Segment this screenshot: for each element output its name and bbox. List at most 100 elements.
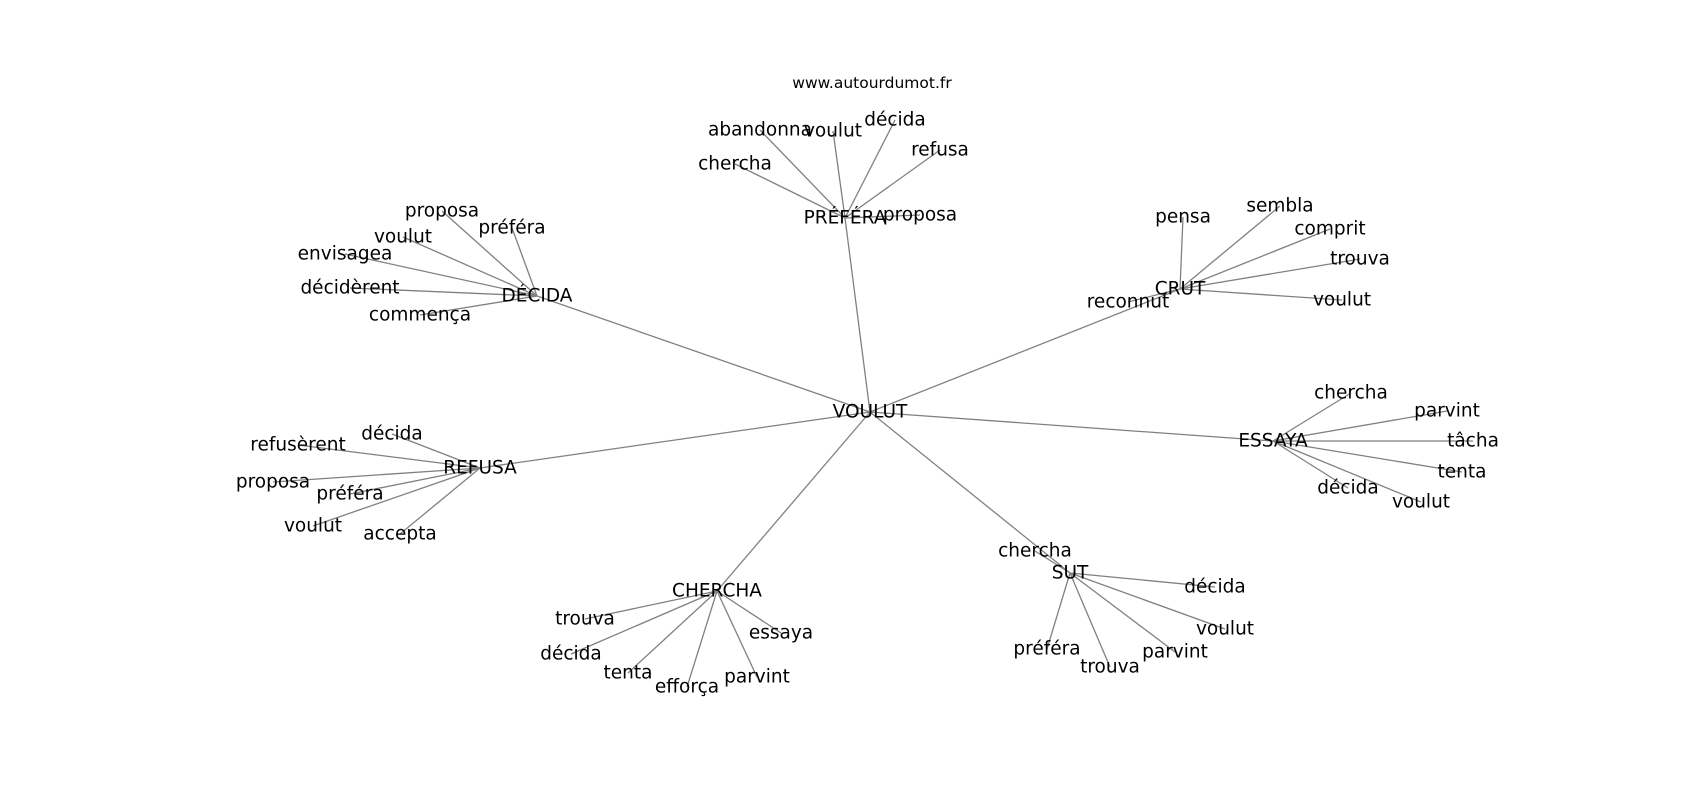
- edge-prefera-0: [734, 163, 846, 219]
- edge-crut-5: [1127, 288, 1181, 303]
- edge-sut-2: [1069, 572, 1226, 630]
- hub-label-crut: CRUT: [1155, 279, 1206, 300]
- leaf-label-essaya-3: tenta: [1438, 462, 1487, 483]
- hub-label-refusa: REFUSA: [443, 458, 517, 479]
- hub-label-sut: SUT: [1052, 563, 1089, 584]
- leaf-label-refusa-2: proposa: [236, 472, 310, 493]
- edge-chercha-1: [570, 590, 718, 655]
- edge-root-decida: [536, 295, 871, 413]
- leaf-label-decida-3: envisagea: [298, 244, 393, 265]
- edge-refusa-4: [312, 467, 481, 527]
- hub-label-essaya: ESSAYA: [1238, 431, 1308, 452]
- edge-chercha-4: [716, 590, 758, 678]
- edge-prefera-2: [832, 130, 846, 219]
- leaf-label-chercha-2: tenta: [604, 663, 653, 684]
- edge-essaya-4: [1272, 440, 1422, 503]
- leaf-label-refusa-4: voulut: [284, 516, 342, 537]
- leaf-label-sut-1: décida: [1184, 577, 1246, 598]
- edge-root-prefera: [844, 217, 871, 413]
- leaf-label-prefera-0: chercha: [698, 154, 772, 175]
- edge-crut-1: [1179, 205, 1281, 290]
- edge-crut-0: [1179, 216, 1184, 290]
- leaf-label-crut-1: sembla: [1246, 196, 1313, 217]
- leaf-label-essaya-1: parvint: [1414, 401, 1480, 422]
- edge-chercha-3: [686, 590, 718, 688]
- leaf-label-sut-3: parvint: [1142, 642, 1208, 663]
- leaf-label-sut-2: voulut: [1196, 619, 1254, 640]
- edge-sut-0: [1034, 550, 1071, 574]
- edge-refusa-2: [272, 467, 481, 483]
- edge-root-essaya: [869, 411, 1274, 442]
- labels-layer: VOULUTPRÉFÉRAcherchaabandonnavoulutdécid…: [236, 110, 1499, 698]
- root-node-label: VOULUT: [833, 402, 908, 423]
- edge-essaya-5: [1272, 440, 1349, 489]
- edge-crut-4: [1179, 288, 1343, 301]
- edge-sut-1: [1069, 572, 1216, 588]
- edge-root-crut: [869, 288, 1181, 413]
- edge-root-refusa: [479, 411, 871, 469]
- edge-decida-3: [344, 253, 538, 297]
- leaf-label-sut-4: trouva: [1080, 657, 1140, 678]
- leaf-label-refusa-5: accepta: [363, 524, 436, 545]
- edge-decida-0: [441, 210, 538, 297]
- edge-root-sut: [869, 411, 1071, 574]
- leaf-label-crut-3: trouva: [1330, 249, 1390, 270]
- leaf-label-decida-1: préféra: [478, 218, 545, 239]
- leaf-label-refusa-0: décida: [361, 424, 423, 445]
- leaf-label-chercha-3: efforça: [655, 677, 719, 698]
- edge-refusa-1: [297, 444, 481, 469]
- edge-prefera-5: [844, 214, 921, 219]
- leaf-label-crut-0: pensa: [1155, 207, 1211, 228]
- edge-root-chercha: [716, 411, 871, 592]
- edge-crut-3: [1179, 258, 1361, 290]
- edge-decida-4: [349, 287, 538, 297]
- leaf-label-chercha-1: décida: [540, 644, 602, 665]
- leaf-label-essaya-2: tâcha: [1447, 431, 1499, 452]
- leaf-label-sut-0: chercha: [998, 541, 1072, 562]
- edge-prefera-3: [844, 119, 896, 219]
- leaf-label-decida-2: voulut: [374, 227, 432, 248]
- hub-label-chercha: CHERCHA: [672, 581, 762, 602]
- edge-chercha-0: [584, 590, 718, 620]
- leaf-label-crut-2: comprit: [1294, 219, 1365, 240]
- leaf-label-refusa-3: préféra: [316, 484, 383, 505]
- leaf-label-prefera-4: refusa: [911, 140, 969, 161]
- leaf-label-crut-4: voulut: [1313, 290, 1371, 311]
- leaf-label-crut-5: reconnut: [1087, 292, 1170, 313]
- edge-decida-5: [419, 295, 538, 316]
- leaf-label-essaya-5: décida: [1317, 478, 1379, 499]
- edge-crut-2: [1179, 228, 1331, 290]
- leaf-label-refusa-1: refusèrent: [250, 435, 345, 456]
- hub-label-prefera: PRÉFÉRA: [804, 207, 887, 229]
- edge-essaya-0: [1272, 392, 1352, 442]
- edge-prefera-4: [844, 149, 941, 219]
- hub-label-decida: DÉCIDA: [502, 285, 573, 307]
- leaf-label-prefera-1: abandonna: [708, 120, 812, 141]
- leaf-label-essaya-4: voulut: [1392, 492, 1450, 513]
- edge-essaya-3: [1272, 440, 1463, 473]
- source-label: www.autourdumot.fr: [792, 74, 952, 92]
- leaf-label-essaya-0: chercha: [1314, 383, 1388, 404]
- edge-chercha-2: [627, 590, 718, 674]
- leaf-label-prefera-3: décida: [864, 110, 926, 131]
- edge-decida-1: [511, 227, 538, 297]
- leaf-label-sut-5: préféra: [1013, 639, 1080, 660]
- leaf-label-decida-4: décidèrent: [300, 278, 399, 299]
- leaf-label-chercha-4: parvint: [724, 667, 790, 688]
- edges-layer: [272, 119, 1473, 688]
- leaf-label-prefera-2: voulut: [804, 121, 862, 142]
- leaf-label-chercha-5: essaya: [749, 623, 813, 644]
- edge-prefera-1: [759, 129, 846, 219]
- edge-refusa-5: [399, 467, 481, 535]
- leaf-label-chercha-0: trouva: [555, 609, 615, 630]
- leaf-label-decida-5: commença: [369, 305, 471, 326]
- leaf-label-decida-0: proposa: [405, 201, 479, 222]
- edge-sut-5: [1046, 572, 1071, 650]
- edge-essaya-1: [1272, 410, 1448, 442]
- leaf-label-prefera-5: proposa: [883, 205, 957, 226]
- edge-refusa-0: [391, 433, 481, 469]
- edge-refusa-3: [349, 467, 481, 495]
- edge-chercha-5: [716, 590, 782, 634]
- edge-sut-4: [1069, 572, 1111, 668]
